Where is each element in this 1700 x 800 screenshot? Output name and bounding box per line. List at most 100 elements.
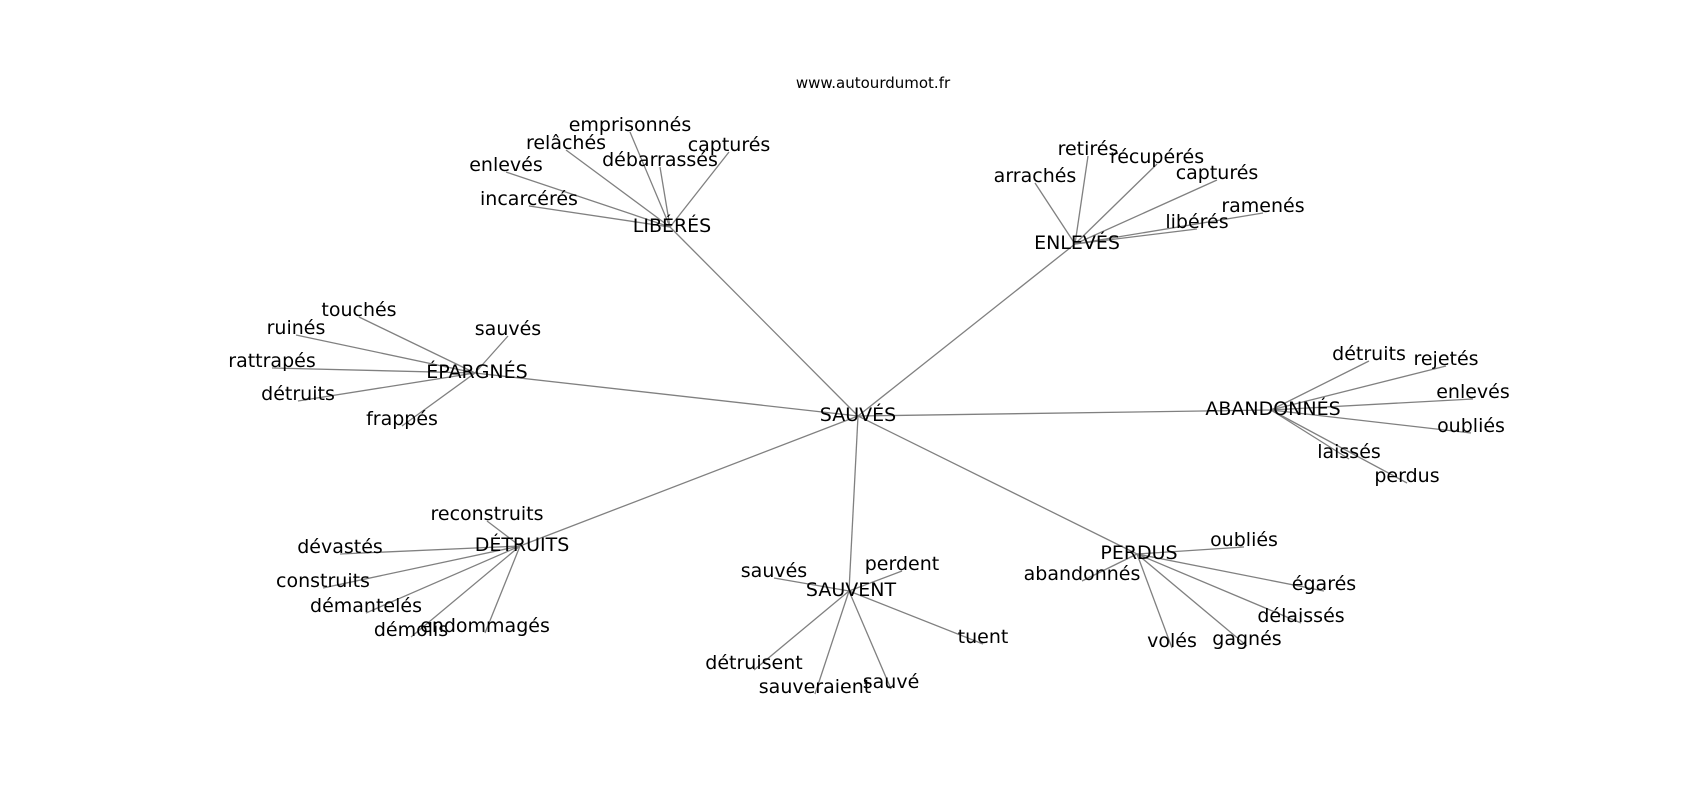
- edge-leaf: [669, 151, 730, 228]
- leaf-word: libérés: [1165, 211, 1228, 233]
- leaf-word: relâchés: [526, 132, 606, 154]
- leaf-word: capturés: [1176, 162, 1259, 184]
- leaf-word: ramenés: [1221, 195, 1304, 217]
- leaf-word: détruits: [261, 383, 335, 405]
- leaf-word: volés: [1147, 630, 1197, 652]
- leaf-word: détruits: [1332, 343, 1406, 365]
- leaf-word: tuent: [958, 626, 1009, 648]
- edge-leaf: [1136, 553, 1248, 647]
- edge-leaf: [358, 316, 476, 374]
- edge-root-détruits: [519, 415, 859, 547]
- leaf-word: détruisent: [705, 652, 802, 674]
- leaf-word: dévastés: [297, 536, 383, 558]
- edge-leaf: [1034, 182, 1076, 245]
- edge-leaf: [1136, 553, 1325, 592]
- leaf-word: rejetés: [1413, 348, 1478, 370]
- edge-leaf: [410, 545, 521, 638]
- edge-leaf: [1270, 409, 1408, 484]
- edge-leaf: [1136, 553, 1173, 649]
- leaf-word: ruinés: [267, 317, 326, 339]
- leaf-word: emprisonnés: [569, 114, 692, 136]
- edge-leaf: [565, 149, 671, 228]
- leaf-word: perdus: [1374, 465, 1439, 487]
- leaf-word: abandonnés: [1024, 563, 1141, 585]
- cluster-word: SAUVENT: [806, 579, 897, 601]
- leaf-word: endommagés: [420, 615, 550, 637]
- edge-root-sauvent: [848, 415, 859, 592]
- cluster-word: ÉPARGNÉS: [426, 360, 527, 383]
- edge-leaf: [505, 171, 671, 228]
- edge-leaf: [1270, 360, 1370, 411]
- leaf-word: rattrapés: [228, 350, 315, 372]
- edge-leaf: [848, 590, 892, 690]
- site-url: www.autourdumot.fr: [796, 74, 951, 92]
- edge-leaf: [848, 570, 903, 592]
- cluster-word: ENLEVÉS: [1034, 231, 1120, 254]
- leaf-word: sauveraient: [759, 676, 871, 698]
- edge-leaf: [474, 335, 509, 374]
- leaf-word: capturés: [688, 134, 771, 156]
- leaf-word: débarrassés: [602, 149, 718, 171]
- edge-leaf: [1074, 179, 1218, 245]
- edge-leaf: [773, 577, 850, 592]
- edge-leaf: [295, 334, 476, 374]
- leaf-word: gagnés: [1212, 628, 1281, 650]
- leaf-word: touchés: [321, 299, 396, 321]
- leaf-word: perdent: [865, 553, 939, 575]
- edge-leaf: [1270, 409, 1350, 460]
- edge-root-libérés: [669, 226, 859, 417]
- cluster-word: DÉTRUITS: [475, 533, 570, 556]
- cluster-word: ABANDONNÉS: [1205, 397, 1340, 420]
- leaf-word: sauvé: [863, 671, 920, 693]
- leaf-word: construits: [276, 570, 370, 592]
- edge-leaf: [1270, 365, 1447, 411]
- edge-leaf: [1270, 409, 1472, 434]
- leaf-word: égarés: [1292, 573, 1356, 595]
- leaf-word: arrachés: [994, 165, 1077, 187]
- edge-leaf: [848, 590, 984, 645]
- edge-leaf: [659, 166, 671, 228]
- edge-root-épargnés: [474, 372, 859, 417]
- edge-leaf: [271, 367, 476, 374]
- leaf-word: délaissés: [1257, 605, 1344, 627]
- leaf-word: enlevés: [469, 154, 543, 176]
- edge-leaf: [528, 205, 671, 228]
- leaf-word: démolis: [374, 619, 448, 641]
- leaf-word: sauvés: [741, 560, 807, 582]
- leaf-word: retirés: [1058, 138, 1119, 160]
- leaf-word: reconstruits: [430, 503, 543, 525]
- edge-leaf: [1136, 546, 1245, 555]
- edges: [271, 131, 1474, 695]
- edge-leaf: [1270, 398, 1474, 411]
- leaf-word: oubliés: [1210, 529, 1278, 551]
- edge-leaf: [629, 131, 671, 228]
- edge-leaf: [1074, 155, 1089, 245]
- leaf-word: incarcérés: [480, 188, 578, 210]
- edge-leaf: [486, 520, 521, 547]
- leaf-word: récupérés: [1110, 146, 1204, 168]
- edge-leaf: [322, 545, 521, 589]
- edge-leaf: [339, 545, 521, 555]
- edge-leaf: [297, 372, 476, 402]
- root-word: SAUVÉS: [820, 403, 896, 426]
- edge-leaf: [814, 590, 850, 695]
- edge-root-abandonnés: [857, 409, 1272, 417]
- edge-leaf: [1074, 212, 1264, 245]
- leaf-word: enlevés: [1436, 381, 1510, 403]
- cluster-word: LIBÉRÉS: [633, 214, 712, 237]
- edge-leaf: [484, 545, 521, 634]
- leaf-word: frappés: [366, 408, 438, 430]
- edge-leaf: [1074, 163, 1158, 245]
- edge-leaf: [1081, 553, 1138, 582]
- leaf-word: démantelés: [310, 595, 422, 617]
- edge-leaf: [753, 590, 850, 671]
- leaf-word: oubliés: [1437, 415, 1505, 437]
- edge-root-enlevés: [857, 243, 1076, 417]
- edge-leaf: [365, 545, 521, 614]
- edge-root-perdus: [857, 415, 1138, 555]
- edge-leaf: [401, 372, 476, 427]
- leaf-word: laissés: [1317, 441, 1381, 463]
